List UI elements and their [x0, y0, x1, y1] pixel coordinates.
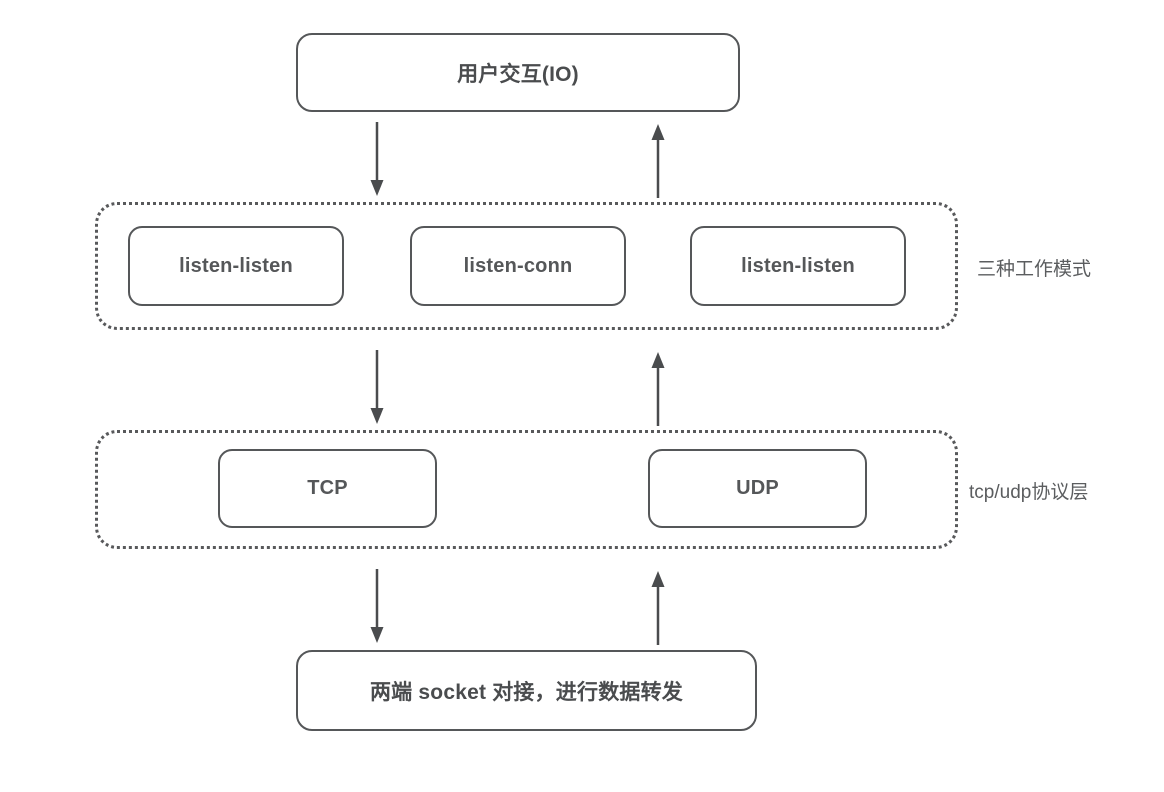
group-working-modes: [95, 202, 958, 330]
group-protocol-layer-caption: tcp/udp协议层: [969, 482, 1089, 503]
node-socket-data-forwarding-label: 两端 socket 对接，进行数据转发: [369, 680, 683, 704]
node-mode-listen-listen-right[interactable]: listen-listen: [690, 226, 906, 306]
arrow-modes-to-io-up-icon: [645, 122, 671, 198]
node-mode-listen-listen-right-label: listen-listen: [741, 254, 855, 277]
node-mode-listen-listen-left-label: listen-listen: [179, 254, 293, 277]
node-protocol-tcp[interactable]: TCP: [218, 449, 437, 528]
arrow-modes-to-protocols-down-icon: [364, 350, 390, 426]
node-user-interaction-io-label: 用户交互(IO): [457, 62, 579, 86]
arrow-protocols-to-socket-down-icon: [364, 569, 390, 645]
arrow-socket-to-protocols-up-icon: [645, 569, 671, 645]
node-protocol-tcp-label: TCP: [307, 477, 348, 499]
node-mode-listen-conn[interactable]: listen-conn: [410, 226, 626, 306]
node-mode-listen-listen-left[interactable]: listen-listen: [128, 226, 344, 306]
node-protocol-udp[interactable]: UDP: [648, 449, 867, 528]
arrow-io-to-modes-down-icon: [364, 122, 390, 198]
group-working-modes-caption: 三种工作模式: [977, 259, 1092, 280]
node-mode-listen-conn-label: listen-conn: [463, 254, 573, 277]
node-socket-data-forwarding[interactable]: 两端 socket 对接，进行数据转发: [296, 650, 757, 731]
node-protocol-udp-label: UDP: [736, 477, 779, 499]
group-protocol-layer: [95, 430, 958, 549]
node-user-interaction-io[interactable]: 用户交互(IO): [296, 33, 740, 112]
arrow-protocols-to-modes-up-icon: [645, 350, 671, 426]
